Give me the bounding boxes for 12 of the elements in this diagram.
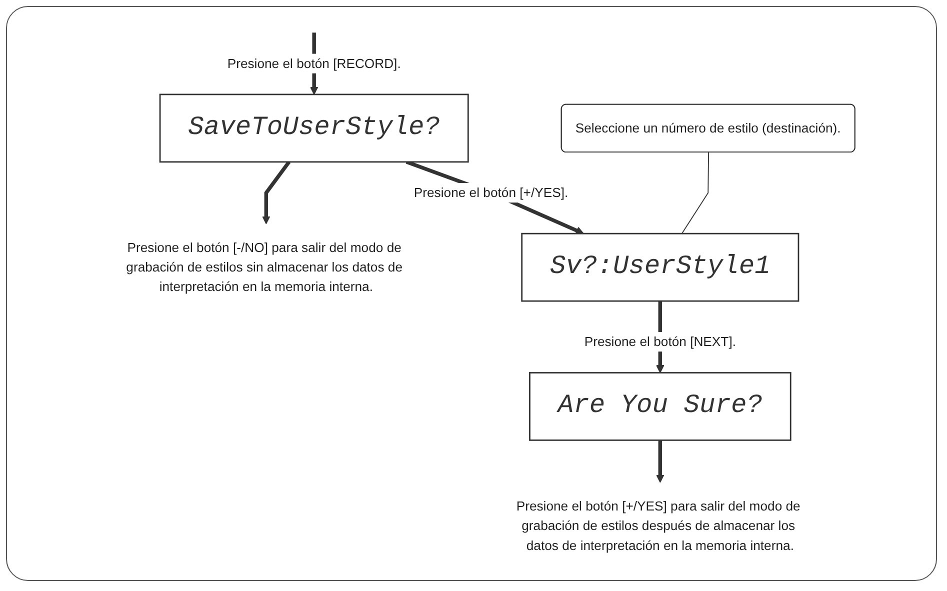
node-text: Presione el botón [+/YES] para salir del modo de grabación de estilos después de almacenar los datos de interpretación en la memoria interna. bbox=[516, 498, 800, 553]
node-text: Presione el botón [-/NO] para salir del modo de grabación de estilos sin almacenar los datos de interpretación en la memoria interna. bbox=[126, 240, 403, 294]
arrow bbox=[656, 440, 664, 483]
arrow bbox=[262, 160, 291, 224]
arrow bbox=[406, 160, 584, 234]
edge-label: Presione el botón [NEXT]. bbox=[584, 334, 736, 349]
node-box: SaveToUserStyle? bbox=[159, 94, 469, 163]
edge-label: Presione el botón [RECORD]. bbox=[227, 56, 401, 71]
connector bbox=[681, 152, 710, 234]
node-box: Sv?:UserStyle1 bbox=[521, 232, 800, 302]
node-box: Are You Sure? bbox=[529, 372, 792, 441]
edge-label: Presione el botón [+/YES]. bbox=[414, 184, 568, 200]
